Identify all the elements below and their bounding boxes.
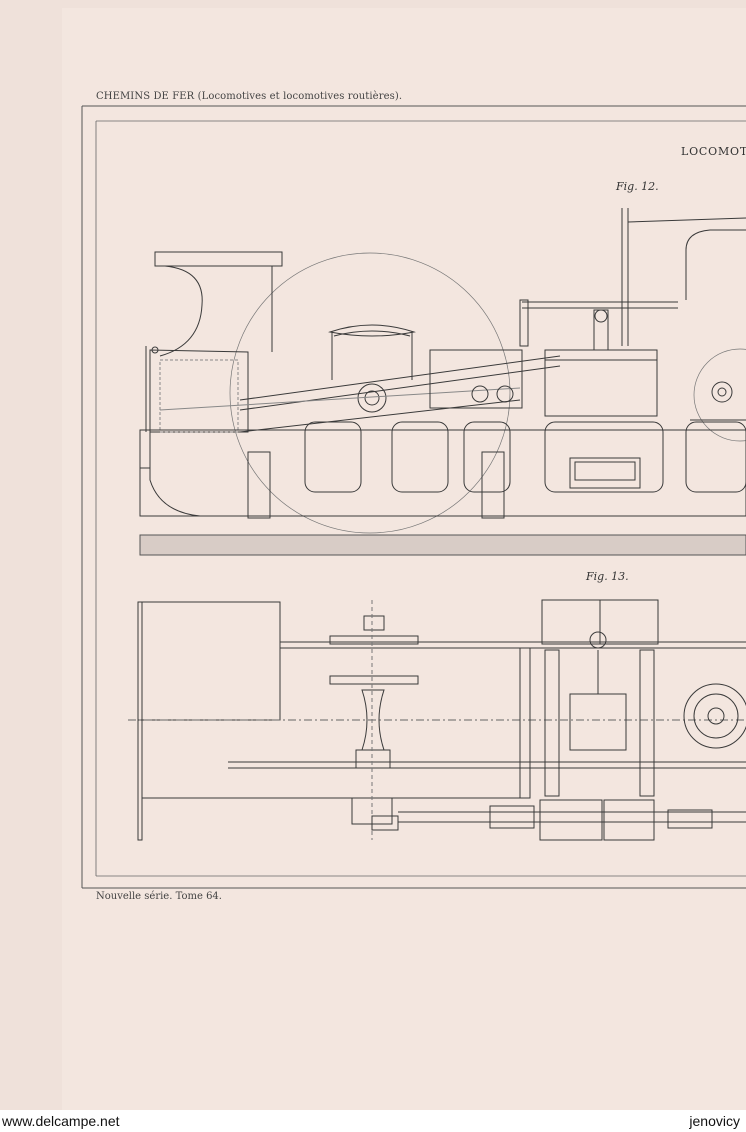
fig-13-plan: [128, 599, 746, 841]
fig-12-label: Fig. 12.: [616, 180, 659, 193]
watermark-site: www.delcampe.net: [2, 1113, 120, 1129]
plate-frame: [81, 105, 746, 889]
footer-note: Nouvelle série. Tome 64.: [96, 891, 222, 902]
fig-12-elevation: [139, 208, 746, 534]
fig-13-label: Fig. 13.: [586, 570, 629, 583]
plate-header: CHEMINS DE FER (Locomotives et locomotiv…: [96, 91, 403, 102]
watermark-bar: [0, 1110, 746, 1132]
rail-track: [139, 534, 746, 556]
plate-area: [62, 8, 746, 1110]
watermark-seller: jenovicy: [689, 1113, 740, 1129]
plate-title: LOCOMOTIV: [681, 145, 746, 158]
